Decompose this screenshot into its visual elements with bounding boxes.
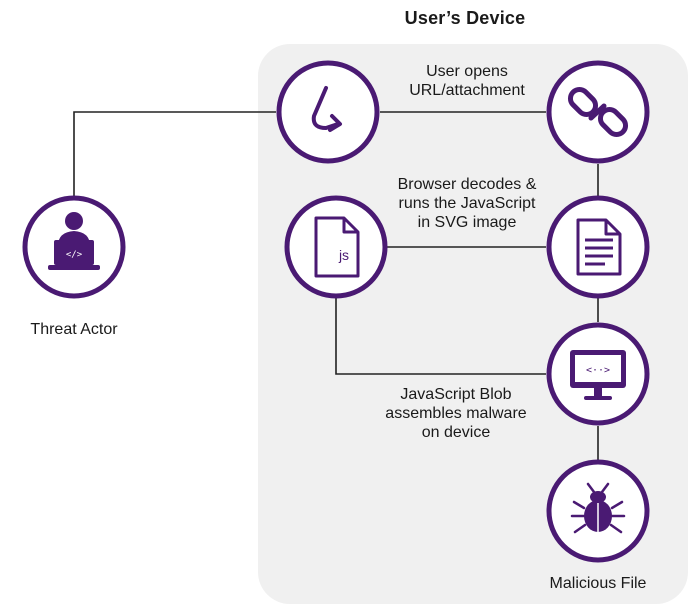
link-node xyxy=(546,60,650,164)
step1-line-2: URL/attachment xyxy=(409,82,525,99)
malicious-file-label: Malicious File xyxy=(549,575,647,592)
step1-line-1: User opens xyxy=(426,63,508,80)
step2-label: Browser decodes & runs the JavaScript in… xyxy=(382,175,552,232)
svg-text:</>: </> xyxy=(66,250,83,260)
step2-line-2: runs the JavaScript xyxy=(398,195,536,212)
step3-line-2: assembles malware xyxy=(385,405,527,422)
step3-label: JavaScript Blob assembles malware on dev… xyxy=(376,385,536,442)
cursor-click-icon xyxy=(311,86,342,132)
threat-actor-label: Threat Actor xyxy=(30,321,118,338)
diagram-title: User’s Device xyxy=(404,8,526,28)
document-node xyxy=(546,195,650,299)
code-monitor-icon: <··> xyxy=(570,350,626,400)
connector-actor-to-cursor xyxy=(73,111,276,198)
step2-line-1: Browser decodes & xyxy=(397,176,537,193)
step3-line-1: JavaScript Blob xyxy=(400,386,512,403)
connectors xyxy=(73,111,599,462)
step1-label: User opens URL/attachment xyxy=(382,62,552,100)
developer-laptop-icon: </> xyxy=(48,212,100,270)
monitor-node: <··> xyxy=(546,322,650,426)
js-file-node: js xyxy=(284,195,388,299)
svg-text:js: js xyxy=(338,247,349,263)
connector-js-to-monitor xyxy=(335,296,546,375)
bug-node xyxy=(546,459,650,563)
step2-line-3: in SVG image xyxy=(417,214,517,231)
bug-icon xyxy=(570,482,626,534)
js-file-icon: js xyxy=(314,216,360,278)
document-icon xyxy=(576,218,622,276)
link-chain-icon xyxy=(567,86,629,138)
svg-text:<··>: <··> xyxy=(586,365,610,376)
step3-line-3: on device xyxy=(421,424,491,441)
cursor-click-node xyxy=(276,60,380,164)
threat-actor-node: </> xyxy=(22,195,126,299)
